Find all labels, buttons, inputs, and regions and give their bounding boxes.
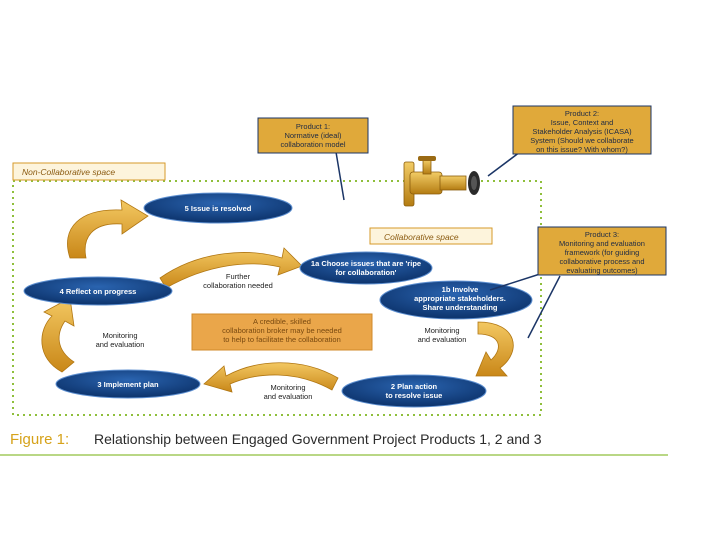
svg-text:3 Implement plan: 3 Implement plan [97, 380, 159, 389]
svg-text:evaluating outcomes): evaluating outcomes) [566, 266, 638, 275]
svg-text:Relationship between Engaged G: Relationship between Engaged Government … [94, 431, 542, 447]
label-monitoring-left: Monitoring and evaluation [96, 331, 145, 349]
node-implement-plan: 3 Implement plan [55, 369, 201, 399]
arrow-implement-to-reflect [41, 297, 75, 373]
svg-text:Monitoring and evaluation: Monitoring and evaluation [559, 239, 645, 248]
svg-text:on this issue? With whom?): on this issue? With whom?) [536, 145, 628, 154]
svg-text:collaboration needed: collaboration needed [203, 281, 273, 290]
arrow-reflect-to-resolved [67, 199, 149, 259]
svg-text:Figure 1:: Figure 1: [10, 431, 69, 448]
node-issue-resolved: 5 Issue is resolved [143, 192, 293, 224]
svg-text:Issue, Context and: Issue, Context and [551, 118, 614, 127]
arrow-involve-to-plan [475, 321, 514, 377]
svg-text:Product 2:: Product 2: [565, 109, 599, 118]
collaborative-space-tag: Collaborative space [369, 227, 493, 245]
svg-text:Product 1:: Product 1: [296, 122, 330, 131]
non-collaborative-boundary [12, 180, 542, 416]
svg-text:collaboration model: collaboration model [280, 140, 345, 149]
svg-text:1a Choose issues that are 'rip: 1a Choose issues that are 'ripe [311, 259, 421, 268]
svg-text:Monitoring: Monitoring [424, 326, 459, 335]
svg-text:Stakeholder Analysis (ICASA): Stakeholder Analysis (ICASA) [532, 127, 632, 136]
node-involve-stakeholders: 1b Involve appropriate stakeholders. Sha… [379, 280, 533, 320]
svg-text:and evaluation: and evaluation [418, 335, 467, 344]
svg-text:to help to facilitate the coll: to help to facilitate the collaboration [223, 335, 341, 344]
svg-text:Product 3:: Product 3: [585, 230, 619, 239]
svg-text:4 Reflect on progress: 4 Reflect on progress [60, 287, 137, 296]
svg-text:5 Issue is resolved: 5 Issue is resolved [185, 204, 252, 213]
label-monitoring-bottom: Monitoring and evaluation [264, 383, 313, 401]
svg-text:Normative (ideal): Normative (ideal) [284, 131, 342, 140]
product-1-callout: Product 1: Normative (ideal) collaborati… [257, 117, 369, 201]
svg-text:2 Plan action: 2 Plan action [391, 382, 438, 391]
svg-text:framework (for guiding: framework (for guiding [565, 248, 640, 257]
arrow-plan-to-implement [203, 362, 339, 393]
svg-text:Share understanding: Share understanding [422, 303, 497, 312]
svg-text:to resolve issue: to resolve issue [386, 391, 443, 400]
svg-text:collaborative process and: collaborative process and [559, 257, 644, 266]
svg-text:Monitoring: Monitoring [102, 331, 137, 340]
figure-caption: Figure 1: Relationship between Engaged G… [0, 431, 668, 456]
svg-text:and evaluation: and evaluation [96, 340, 145, 349]
svg-text:appropriate stakeholders.: appropriate stakeholders. [414, 294, 506, 303]
label-further-collaboration: Further collaboration needed [203, 272, 273, 290]
svg-text:and evaluation: and evaluation [264, 392, 313, 401]
svg-text:collaboration broker may be ne: collaboration broker may be needed [222, 326, 342, 335]
product-2-callout: Product 2: Issue, Context and Stakeholde… [487, 105, 652, 177]
svg-text:A credible, skilled: A credible, skilled [253, 317, 311, 326]
svg-text:1b Involve: 1b Involve [442, 285, 479, 294]
arrow-further-collaboration [159, 247, 303, 289]
node-plan-action: 2 Plan action to resolve issue [341, 374, 487, 408]
svg-text:Further: Further [226, 272, 251, 281]
svg-text:for collaboration': for collaboration' [336, 268, 397, 277]
node-choose-issues: 1a Choose issues that are 'ripe for coll… [299, 251, 433, 285]
svg-text:Monitoring: Monitoring [270, 383, 305, 392]
product-3-callout: Product 3: Monitoring and evaluation fra… [489, 226, 667, 339]
non-collaborative-space-tag: Non-Collaborative space [12, 162, 166, 181]
node-reflect-progress: 4 Reflect on progress [23, 276, 173, 306]
svg-text:Non-Collaborative space: Non-Collaborative space [22, 167, 115, 177]
label-monitoring-right: Monitoring and evaluation [418, 326, 467, 344]
svg-text:Collaborative space: Collaborative space [384, 232, 459, 242]
pipe-valve-icon [403, 156, 480, 207]
svg-text:System (Should we collaborate: System (Should we collaborate [530, 136, 633, 145]
broker-note: A credible, skilled collaboration broker… [191, 313, 373, 351]
